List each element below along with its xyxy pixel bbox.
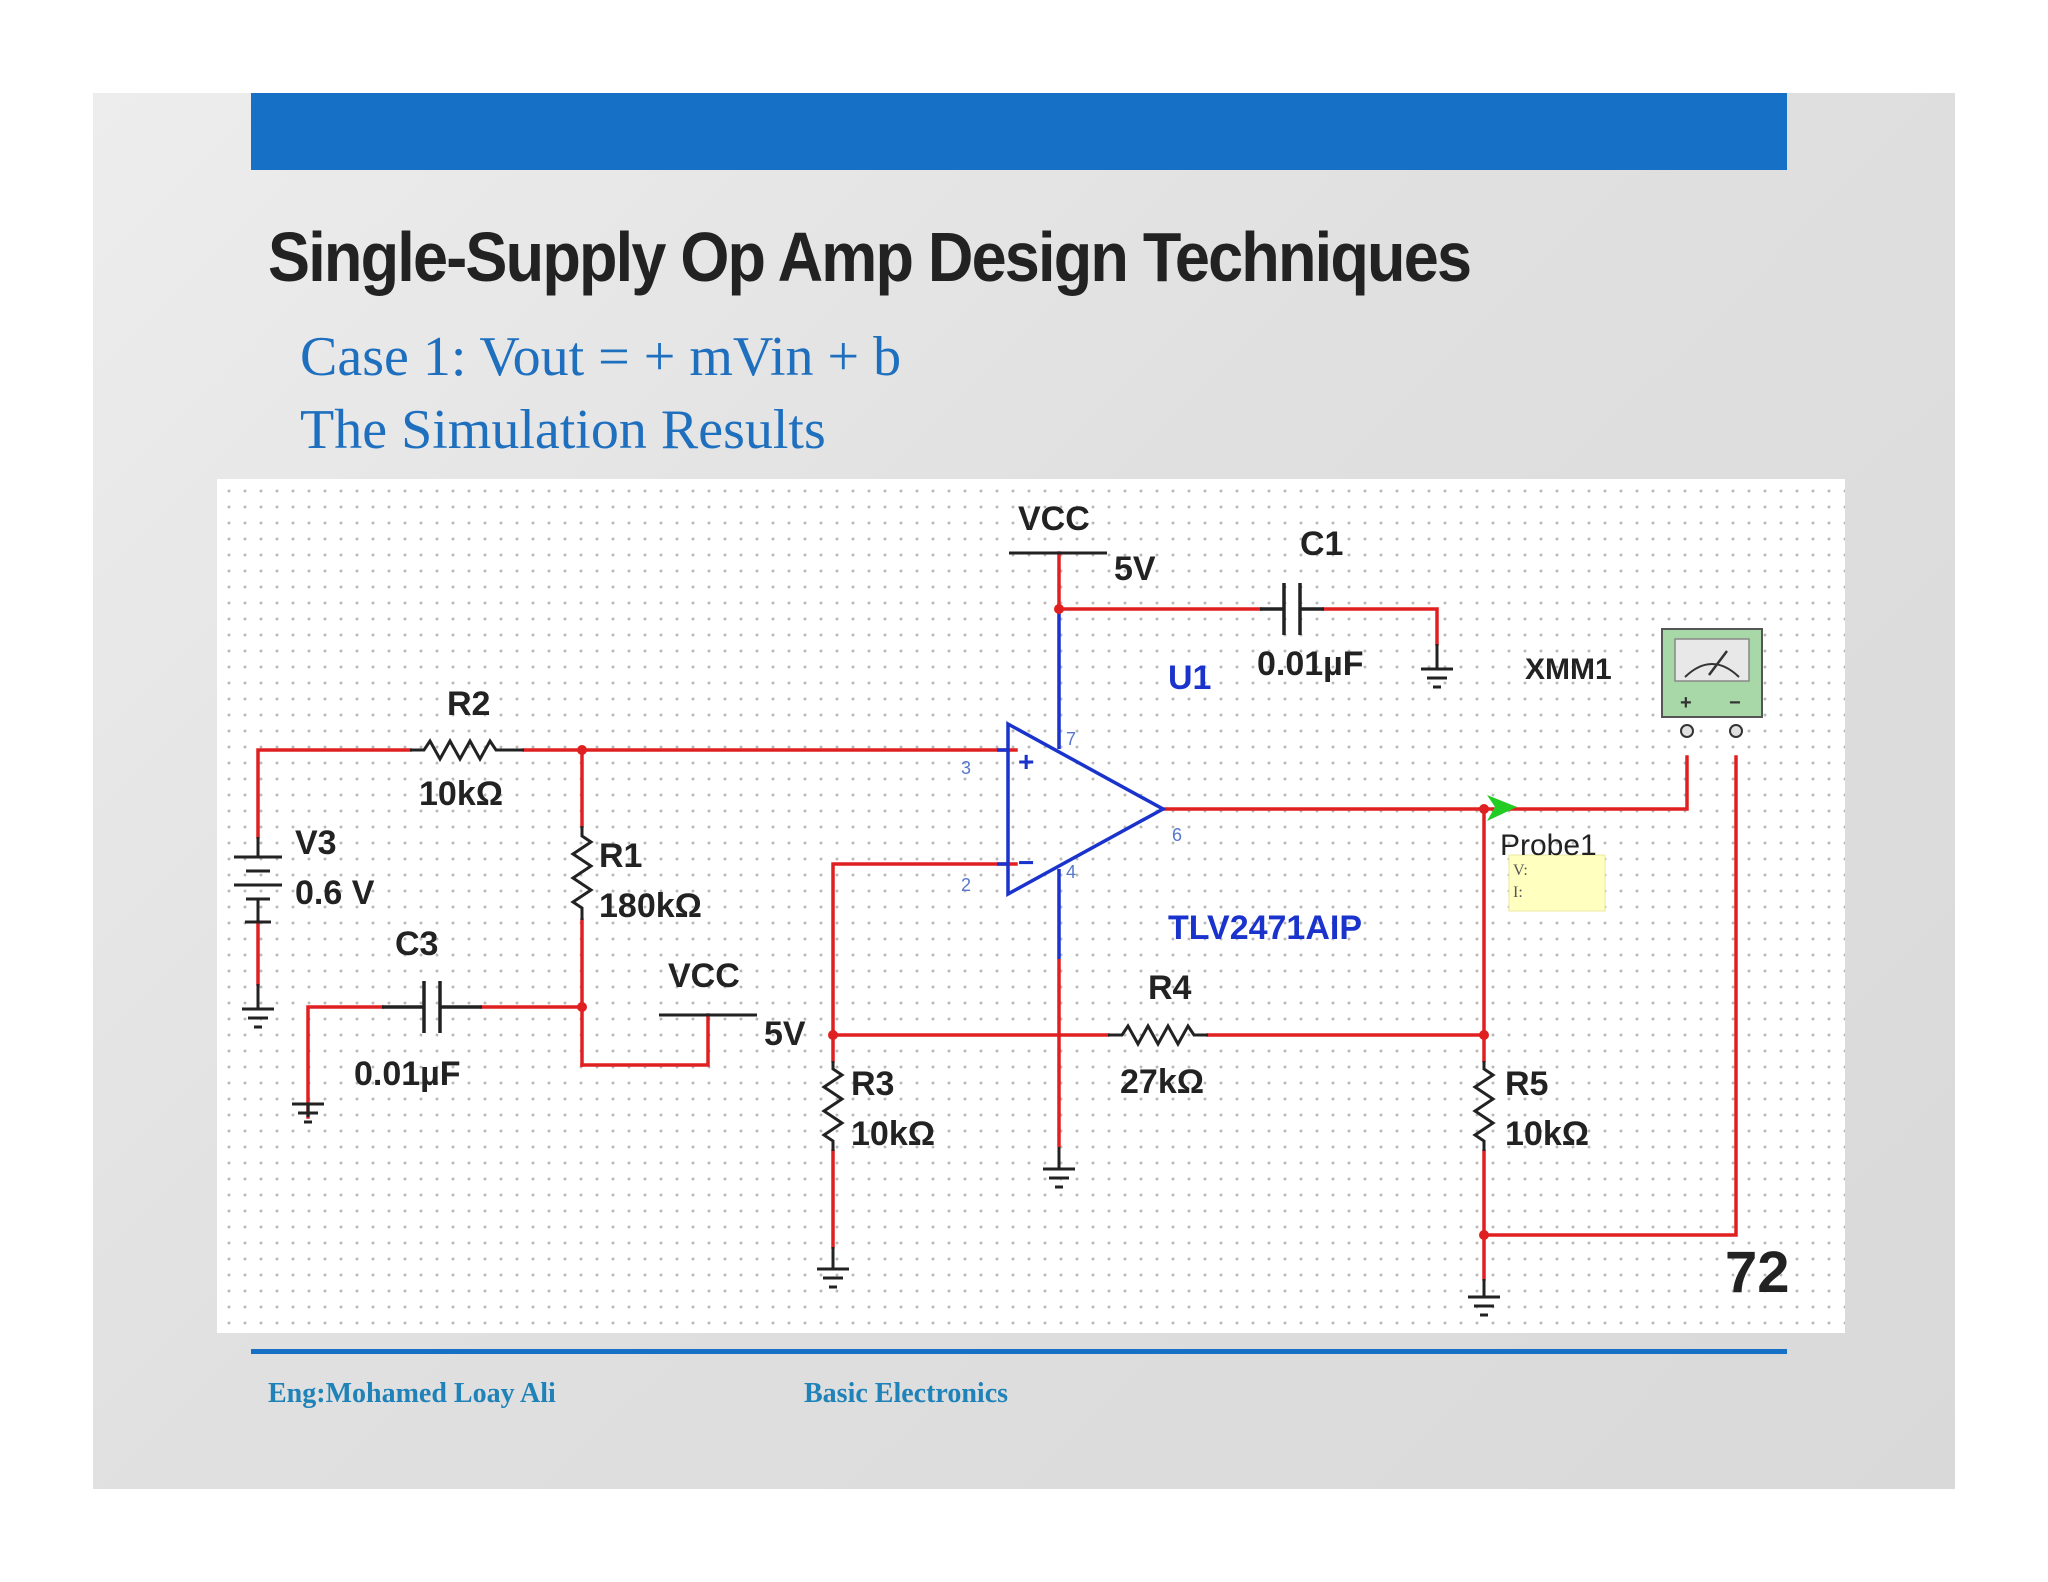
footer-author: Eng:Mohamed Loay Ali [268,1378,556,1409]
title-accent-bar [251,93,1787,170]
r2-label: R2 [447,685,490,723]
r2-value: 10kΩ [419,775,503,813]
r2-zigzag [410,737,524,763]
pin-6-label: 6 [1172,825,1182,845]
junction-vcc-c1 [1054,604,1064,614]
page-number: 72 [1725,1240,1790,1305]
vcc-top-label: VCC [1018,500,1090,538]
r4-label: R4 [1148,969,1192,1007]
multimeter-xmm1 [1661,628,1763,738]
junction-r4-r5 [1479,1030,1489,1040]
opamp-minus-sign: − [1018,847,1034,878]
r1-value: 180kΩ [599,887,702,925]
wire-meter-minus [1482,755,1738,1237]
pin-3-label: 3 [961,758,971,778]
ground-r3 [817,1247,849,1289]
wire-v3-to-r2 [256,748,412,839]
wire-c1-to-gnd [1322,607,1439,646]
meter-minus-label: − [1729,692,1741,714]
wire-c3-left [306,1005,384,1119]
junction-r5-meter [1479,1230,1489,1240]
capacitors [382,583,1324,1033]
r3-label: R3 [851,1065,894,1103]
junction-r2-r1 [577,745,587,755]
battery-v3 [234,837,282,924]
c1-label: C1 [1300,525,1343,563]
wire-r1-to-vcc [580,1013,710,1067]
ground-v3 [242,984,274,1029]
vcc-symbols [659,551,1107,1017]
ground-c1 [1421,644,1453,689]
case-subtitle: Case 1: Vout = + mVin + b [300,326,902,388]
opamp-plus-sign: + [1018,746,1034,777]
junction-output [1479,804,1489,814]
ground-c3 [292,1102,324,1124]
wire-minus-input [831,862,1018,1037]
r5-label: R5 [1505,1065,1548,1103]
r1-zigzag [570,826,594,920]
probe-readout-box [1508,854,1606,912]
r5-zigzag [1472,1061,1496,1151]
probe-current-label: I: [1513,884,1523,901]
junction-feedback [828,1030,838,1040]
junctions [577,604,1489,1240]
battery-plates [234,855,282,901]
r3-zigzag [821,1061,845,1151]
xmm1-label: XMM1 [1525,653,1612,686]
ground-opamp [1043,1147,1075,1189]
c3-plates [382,981,482,1033]
meter-plus-label: + [1680,692,1692,714]
pin-4-label: 4 [1066,862,1076,882]
v3-label: V3 [295,824,337,862]
c3-label: C3 [395,925,438,963]
meter-needle-icon [1708,650,1728,676]
footer-course: Basic Electronics [804,1378,1009,1409]
circuit-schematic: VCC 5V C1 0.01µF XMM1 R2 10kΩ V3 0.6 V R… [217,479,1845,1333]
opamp-triangle [1006,721,1167,897]
pin-7-label: 7 [1066,729,1076,749]
r5-value: 10kΩ [1505,1115,1589,1153]
vcc-top-value: 5V [1114,550,1156,588]
footer-divider [251,1349,1787,1354]
wires [256,551,1738,1281]
probe-label: Probe1 [1500,829,1597,862]
probe-arrow-icon [1487,795,1517,821]
r4-value: 27kΩ [1120,1063,1204,1101]
junction-r1-c3 [577,1002,587,1012]
ground-r5 [1468,1279,1500,1317]
vcc-bias-label: VCC [668,957,740,995]
results-subtitle: The Simulation Results [300,399,826,461]
r3-value: 10kΩ [851,1115,935,1153]
v3-value: 0.6 V [295,874,375,912]
grounds [242,644,1500,1317]
slide-title: Single-Supply Op Amp Design Techniques [268,218,1472,296]
c1-plates [1260,583,1324,635]
c1-value: 0.01µF [1257,645,1364,683]
c3-value: 0.01µF [354,1055,461,1093]
pin-2-label: 2 [961,875,971,895]
probe-voltage-label: V: [1513,862,1528,879]
meter-dial [1684,663,1740,678]
u1-part-number: TLV2471AIP [1168,909,1362,947]
opamp-u1 [997,609,1167,959]
meter-terminal-plus [1680,724,1694,738]
r1-label: R1 [599,837,642,875]
meter-terminal-minus [1729,724,1743,738]
u1-label: U1 [1168,659,1211,697]
resistors [410,737,1496,1151]
vcc-bias-value: 5V [764,1015,806,1053]
wire-output [1161,755,1689,811]
r4-zigzag [1108,1022,1208,1048]
